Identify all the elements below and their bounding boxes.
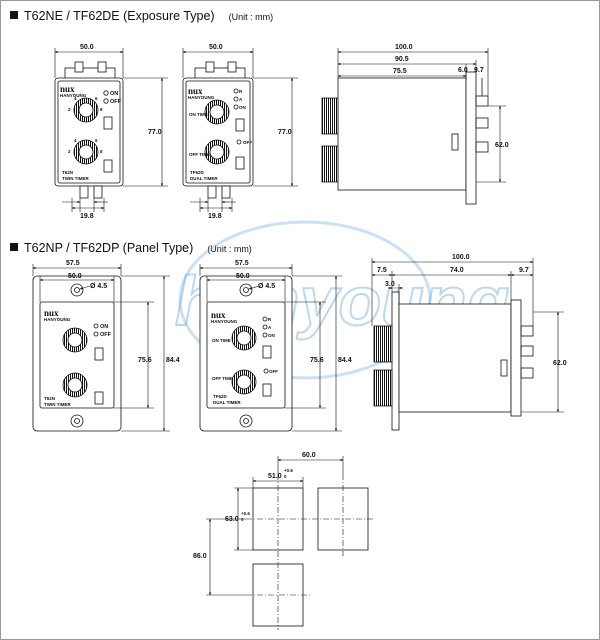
dim-tolerance: +0.6 [241,511,250,516]
dim-value: 90.5 [395,56,409,63]
led-r-label: R [239,89,243,94]
dim-value: 100.0 [452,254,470,261]
device-face-labels: nux HANYOUNG ON OFF 4 6 2 8 4 6 2 8 T62N… [44,84,278,407]
led-on-label: ON [100,324,108,330]
off-time-label: OFF TIME [212,376,233,381]
led-a-label: A [268,325,272,330]
dim-tolerance: 0 [241,517,244,522]
model-desc: TWIN TIMER [44,402,71,407]
brand-sub: HANYOUNG [44,317,71,322]
brand-sub: HANYOUNG [211,319,238,324]
dim-value: Ø 4.5 [90,283,107,290]
dim-tolerance: 0 [284,474,287,479]
dimension-lines [32,48,564,596]
dial-value: 2 [68,149,71,154]
dim-value: 75.5 [393,68,407,75]
heading-title: T62NP / TF62DP (Panel Type) [24,241,194,255]
dial-value: 4 [74,96,77,101]
dim-tolerance: +0.6 [284,468,293,473]
dim-value: 6.0 [458,67,468,74]
dial-value: 8 [100,149,103,154]
model-label: T62N [62,170,73,175]
brand-logo: nux [211,310,226,320]
dial-value: 6 [95,96,98,101]
dim-value: 57.5 [66,260,80,267]
dim-value: 62.0 [553,360,567,367]
model-desc: DUAL TIMER [190,176,218,181]
led-off-label: OFF [110,99,122,105]
dim-value: 50.0 [68,273,82,280]
dim-value: 50.0 [236,273,250,280]
panel-front-twin-timer [32,275,122,432]
dim-value: 19.8 [80,213,94,220]
dim-value: 50.0 [209,44,223,51]
dim-value: 57.5 [235,260,249,267]
exposure-front-twin-timer [54,61,124,199]
heading-title: T62NE / TF62DE (Exposure Type) [24,9,215,23]
on-time-label: ON TIME [212,338,231,343]
dim-value: 19.8 [208,213,222,220]
dimension-values: 50.0 77.0 19.8 50.0 77.0 19.8 100.0 90.5… [66,44,567,560]
dim-value: 3.0 [385,281,395,288]
dim-value: 60.0 [302,452,316,459]
dial-value: 2 [68,107,71,112]
dim-value: 75.6 [138,357,152,364]
brand-logo: nux [60,84,75,94]
bullet-square-icon [10,243,18,251]
on-time-label: ON TIME [189,112,208,117]
heading-panel-type: T62NP / TF62DP (Panel Type) (Unit : mm) [10,241,252,255]
dim-value: 50.0 [80,44,94,51]
panel-cutout-diagram [246,474,374,630]
exposure-side-view [321,71,489,205]
led-r-label: R [268,317,272,322]
led-off-label: OFF [243,140,252,145]
led-off-label: OFF [100,332,112,338]
panel-side-view [373,291,534,431]
dim-value: 62.0 [495,142,509,149]
dim-value: 63.0 [225,516,239,523]
panel-front-dual-timer [199,275,293,432]
heading-exposure-type: T62NE / TF62DE (Exposure Type) (Unit : mm… [10,9,273,23]
dim-value: 74.0 [450,267,464,274]
brand-sub: HANYOUNG [188,95,215,100]
led-a-label: A [239,97,243,102]
brand-logo: nux [44,308,59,318]
dial-value: 8 [100,107,103,112]
dim-value: 75.6 [310,357,324,364]
led-on-label: ON [239,105,246,110]
model-desc: DUAL TIMER [213,400,241,405]
heading-unit: (Unit : mm) [207,244,252,254]
dial-value: 4 [74,138,77,143]
dim-value: 9.7 [474,67,484,74]
dim-value: 7.5 [377,267,387,274]
brand-sub: HANYOUNG [60,93,87,98]
off-time-label: OFF TIME [189,152,210,157]
model-desc: TWIN TIMER [62,176,89,181]
led-on-label: ON [110,91,118,97]
model-label: TF62D [213,394,228,399]
dim-value: 100.0 [395,44,413,51]
dim-value: 77.0 [148,129,162,136]
dim-value: Ø 4.5 [258,283,275,290]
brand-logo: nux [188,86,203,96]
dim-value: 86.0 [193,553,207,560]
dim-value: 84.4 [338,357,352,364]
watermark-ring [178,220,432,380]
exposure-front-dual-timer [182,61,254,199]
bullet-square-icon [10,11,18,19]
model-label: TF62D [190,170,205,175]
heading-unit: (Unit : mm) [228,12,274,22]
dim-value: 9.7 [519,267,529,274]
dim-value: 84.4 [166,357,180,364]
dim-value: 51.0 [268,473,282,480]
dim-value: 77.0 [278,129,292,136]
model-label: T62N [44,396,55,401]
dial-value: 6 [95,138,98,143]
led-on-label: ON [268,333,275,338]
led-off-label: OFF [269,369,278,374]
